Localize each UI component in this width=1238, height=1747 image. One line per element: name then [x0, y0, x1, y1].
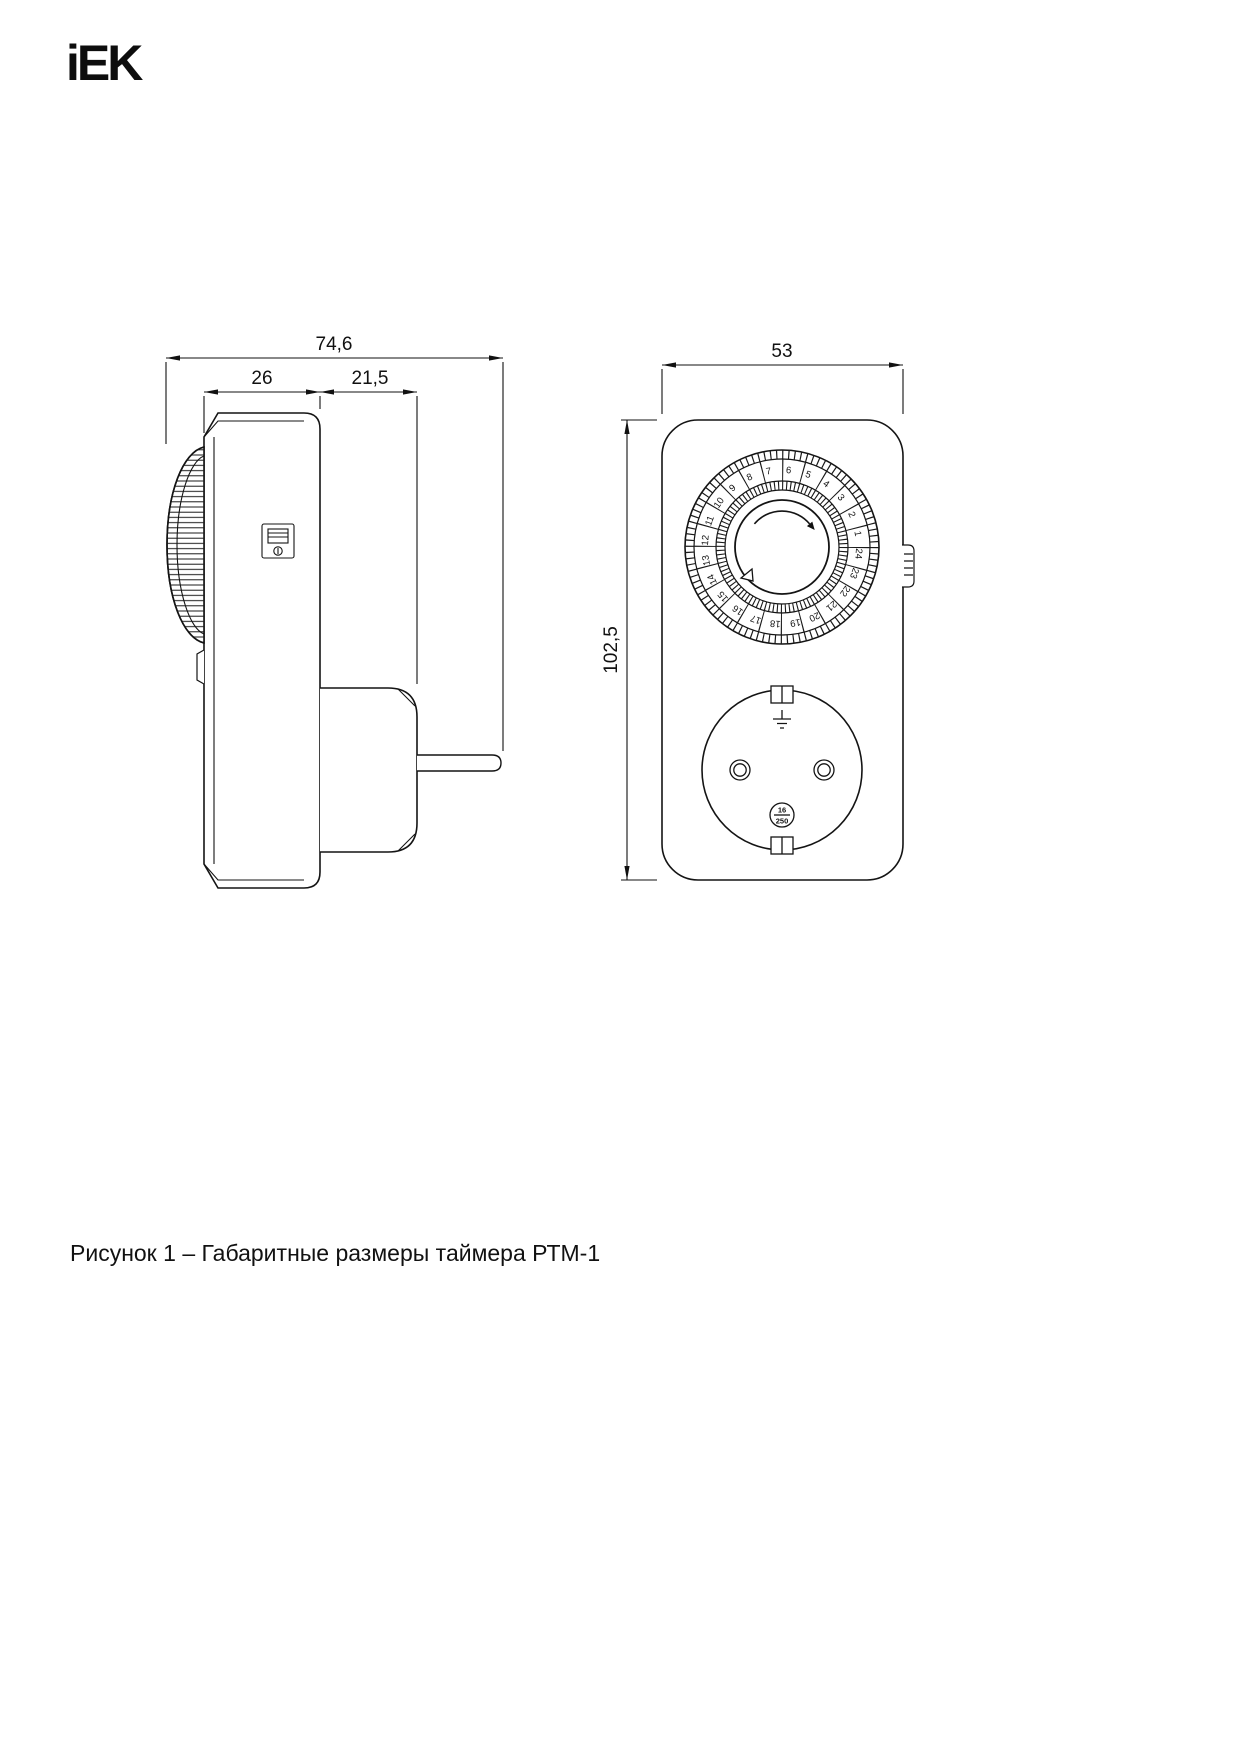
pin-hole-right[interactable]: [813, 759, 835, 781]
front-switch-tab-outline[interactable]: [902, 544, 915, 588]
dial-number: 13: [700, 554, 713, 566]
dial-number: 23: [847, 566, 861, 580]
dial-number: 22: [837, 583, 852, 598]
side-switch[interactable]: [261, 523, 295, 559]
plug-pin: [417, 754, 502, 772]
dial-number: 11: [703, 514, 717, 527]
side-switch-ridges: [268, 532, 288, 538]
dial-number: 2: [845, 510, 857, 519]
dial-number: 1: [851, 530, 863, 537]
dial-inner-tick-band: [716, 481, 848, 613]
front-switch-tab[interactable]: [902, 544, 915, 588]
dial-number: 5: [804, 469, 813, 481]
dial-number: 18: [770, 617, 781, 629]
earth-clip-top: [770, 685, 794, 704]
plug-body-outline: [320, 687, 418, 853]
dial-pointer-triangle: [739, 567, 754, 582]
side-switch-slider[interactable]: [267, 528, 289, 544]
side-view-dimensions: [165, 355, 504, 751]
rating-badge-circle: [769, 802, 795, 828]
pin-hole-left-inner: [733, 763, 747, 777]
earth-symbol: [773, 710, 791, 729]
pin-hole-right-inner: [817, 763, 831, 777]
front-view: [661, 419, 915, 881]
socket[interactable]: [701, 685, 863, 855]
dial-number: 7: [765, 466, 772, 478]
dial-number: 8: [745, 472, 754, 484]
dial-number-dividers: [694, 459, 870, 635]
rating-voltage: 250: [776, 817, 789, 826]
rating-badge: [769, 802, 795, 828]
knob-rotation-arrowhead: [806, 521, 815, 530]
dial-number: 6: [786, 465, 792, 476]
dial-outer-tick-band: [685, 450, 879, 644]
figure-caption: Рисунок 1 – Габаритные размеры таймера Р…: [70, 1240, 601, 1266]
dial-number: 16: [731, 602, 746, 617]
earth-symbol-lines: [773, 710, 791, 729]
dial-wheel-knurling: [167, 447, 204, 643]
iek-logo: iEK: [66, 35, 143, 91]
dial-number: 10: [712, 496, 727, 511]
dial-number: 12: [700, 535, 712, 546]
dim-label-plug-depth: 21,5: [352, 368, 389, 389]
dial-wheel-outline2: [166, 446, 205, 644]
pin-hole-left[interactable]: [729, 759, 751, 781]
front-body-outline: [661, 419, 904, 881]
dial-number: 19: [789, 616, 801, 629]
dial-number: 20: [807, 609, 821, 623]
knob-rotation-arrow: [753, 510, 811, 525]
body-chamfer-seams: [203, 420, 304, 881]
dial-number: 14: [705, 572, 719, 586]
front-switch-tab-ridges: [904, 553, 913, 576]
dial-number: 4: [821, 478, 832, 490]
dial-inner-rim: [724, 489, 840, 605]
timer-dial[interactable]: [684, 449, 880, 645]
dial-number: 3: [835, 492, 847, 503]
plug-chamfer-seams: [397, 688, 416, 852]
dim-label-total-depth: 74,6: [316, 334, 353, 355]
side-view: [166, 412, 502, 889]
dial-number: 9: [727, 482, 738, 494]
dim-label-body-depth: 26: [251, 368, 272, 389]
dial-number: 17: [749, 612, 763, 626]
dial-number: 24: [852, 548, 864, 559]
rating-current: 16: [778, 806, 786, 815]
dial-knob[interactable]: [734, 499, 830, 595]
dim-label-width: 53: [771, 341, 792, 362]
dial-wheel-rim: [176, 455, 205, 635]
side-latch-bump: [196, 649, 205, 685]
dim-label-height: 102,5: [601, 626, 622, 674]
timer-body-outline: [203, 412, 321, 889]
front-view-dimensions: [621, 362, 904, 881]
earth-clip-bottom: [770, 836, 794, 855]
